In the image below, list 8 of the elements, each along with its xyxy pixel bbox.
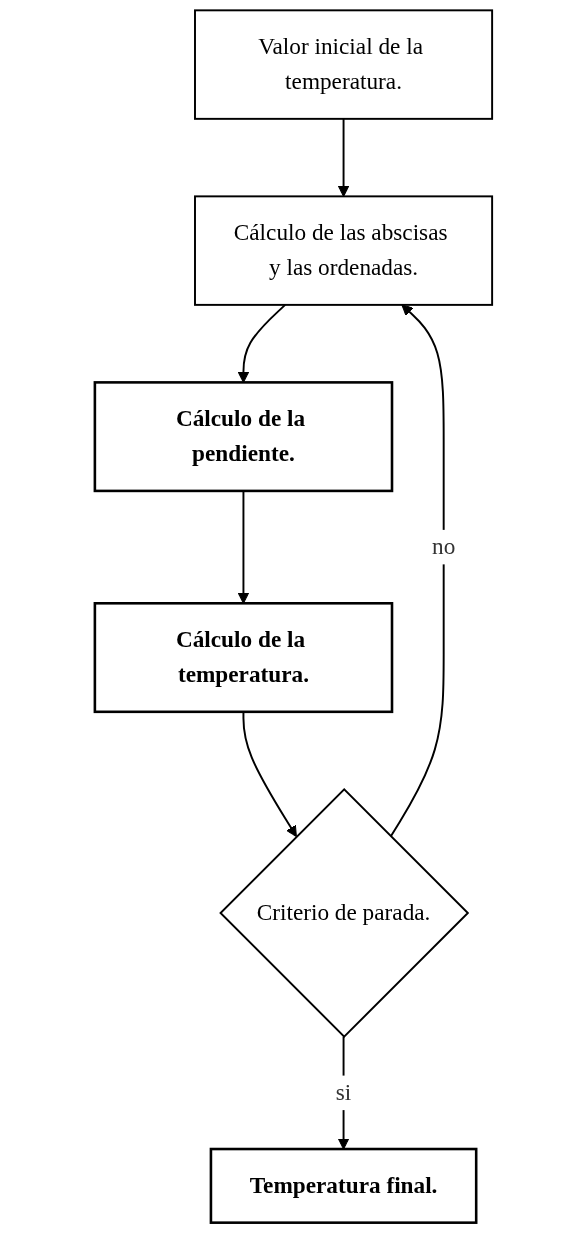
edge-label: no xyxy=(432,529,456,565)
process-box: Cálculo de la pendiente. xyxy=(93,381,394,493)
process-box: Cálculo de la temperatura. xyxy=(93,602,394,714)
process-box: Valor inicial de la temperatura. xyxy=(194,9,494,120)
decision-diamond: Criterio de parada. xyxy=(219,787,470,1038)
process-box: Temperatura final. xyxy=(209,1147,478,1224)
process-box: Cálculo de las abscisas y las ordenadas. xyxy=(194,195,494,306)
edge-label: si xyxy=(335,1075,352,1111)
